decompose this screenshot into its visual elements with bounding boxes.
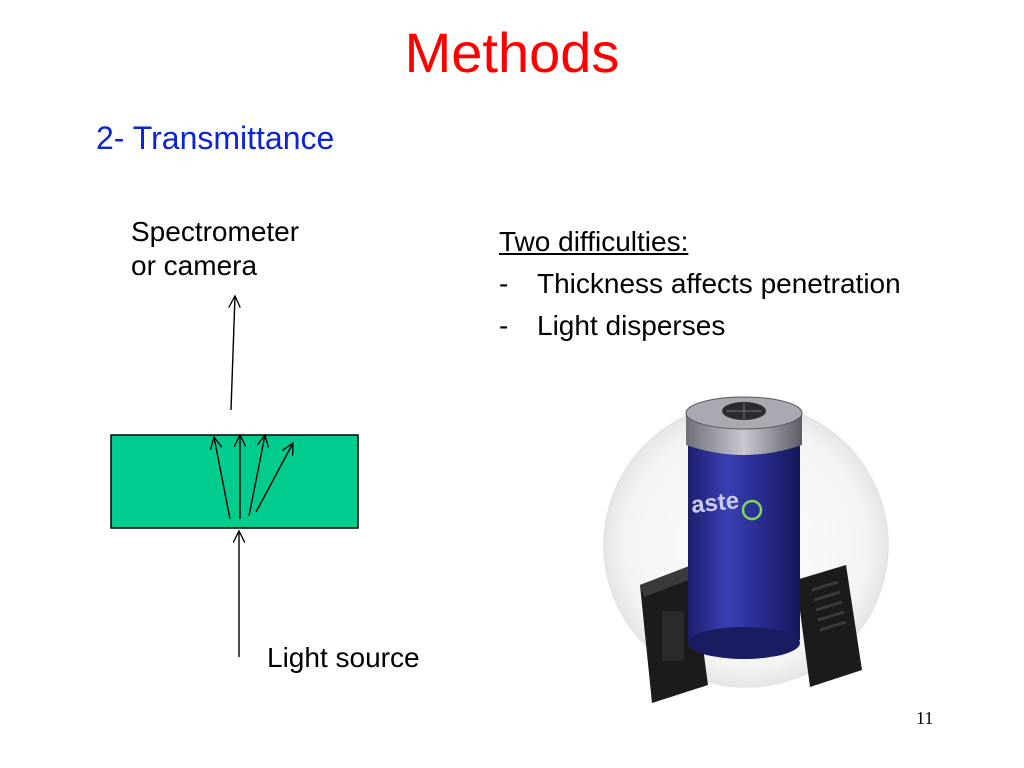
difficulties-heading: Two difficulties: xyxy=(499,226,689,257)
detector-label: Spectrometer or camera xyxy=(131,215,299,282)
list-item-text: Thickness affects penetration xyxy=(537,268,901,299)
list-item: -Light disperses xyxy=(499,305,901,347)
spectrometer-device-photo: aste xyxy=(603,396,889,703)
dispersed-ray-1 xyxy=(214,437,231,520)
bullet-dash: - xyxy=(499,268,509,299)
transmitted-light-arrow xyxy=(231,296,235,411)
dispersed-ray-3 xyxy=(248,435,265,517)
detector-label-line1: Spectrometer xyxy=(131,216,300,247)
list-item-text: Light disperses xyxy=(537,310,726,341)
light-source-label: Light source xyxy=(267,642,420,673)
bullet-dash: - xyxy=(499,310,509,341)
sample-block xyxy=(110,434,359,529)
svg-text:aste: aste xyxy=(690,487,741,519)
detector-label-line2: or camera xyxy=(131,249,258,281)
difficulties-list: Two difficulties: -Thickness affects pen… xyxy=(499,221,901,347)
slide-subtitle: 2- Transmittance xyxy=(96,120,335,156)
page-number: 11 xyxy=(916,708,934,728)
dispersed-ray-4 xyxy=(255,443,293,513)
slide-title: Methods xyxy=(404,21,620,84)
list-item: -Thickness affects penetration xyxy=(499,263,901,305)
